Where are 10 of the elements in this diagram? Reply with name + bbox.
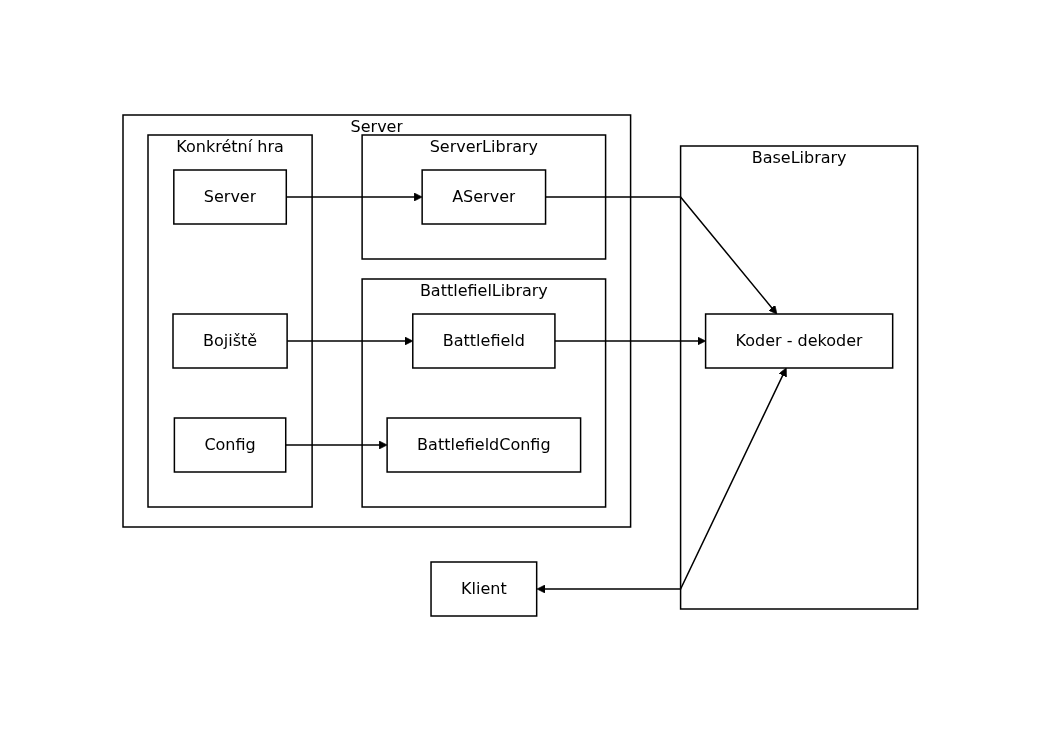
node-box: Config bbox=[173, 417, 287, 473]
node-box: Bojiště bbox=[172, 313, 288, 369]
node-box: Koder - dekoder bbox=[705, 313, 894, 369]
node-box: Klient bbox=[430, 561, 538, 617]
arrow bbox=[285, 440, 388, 450]
node-box: BattlefieldConfig bbox=[386, 417, 582, 473]
arrow bbox=[536, 367, 787, 594]
node-box: Battlefield bbox=[412, 313, 556, 369]
node-box: Server bbox=[173, 169, 288, 225]
node-box: AServer bbox=[421, 169, 547, 225]
